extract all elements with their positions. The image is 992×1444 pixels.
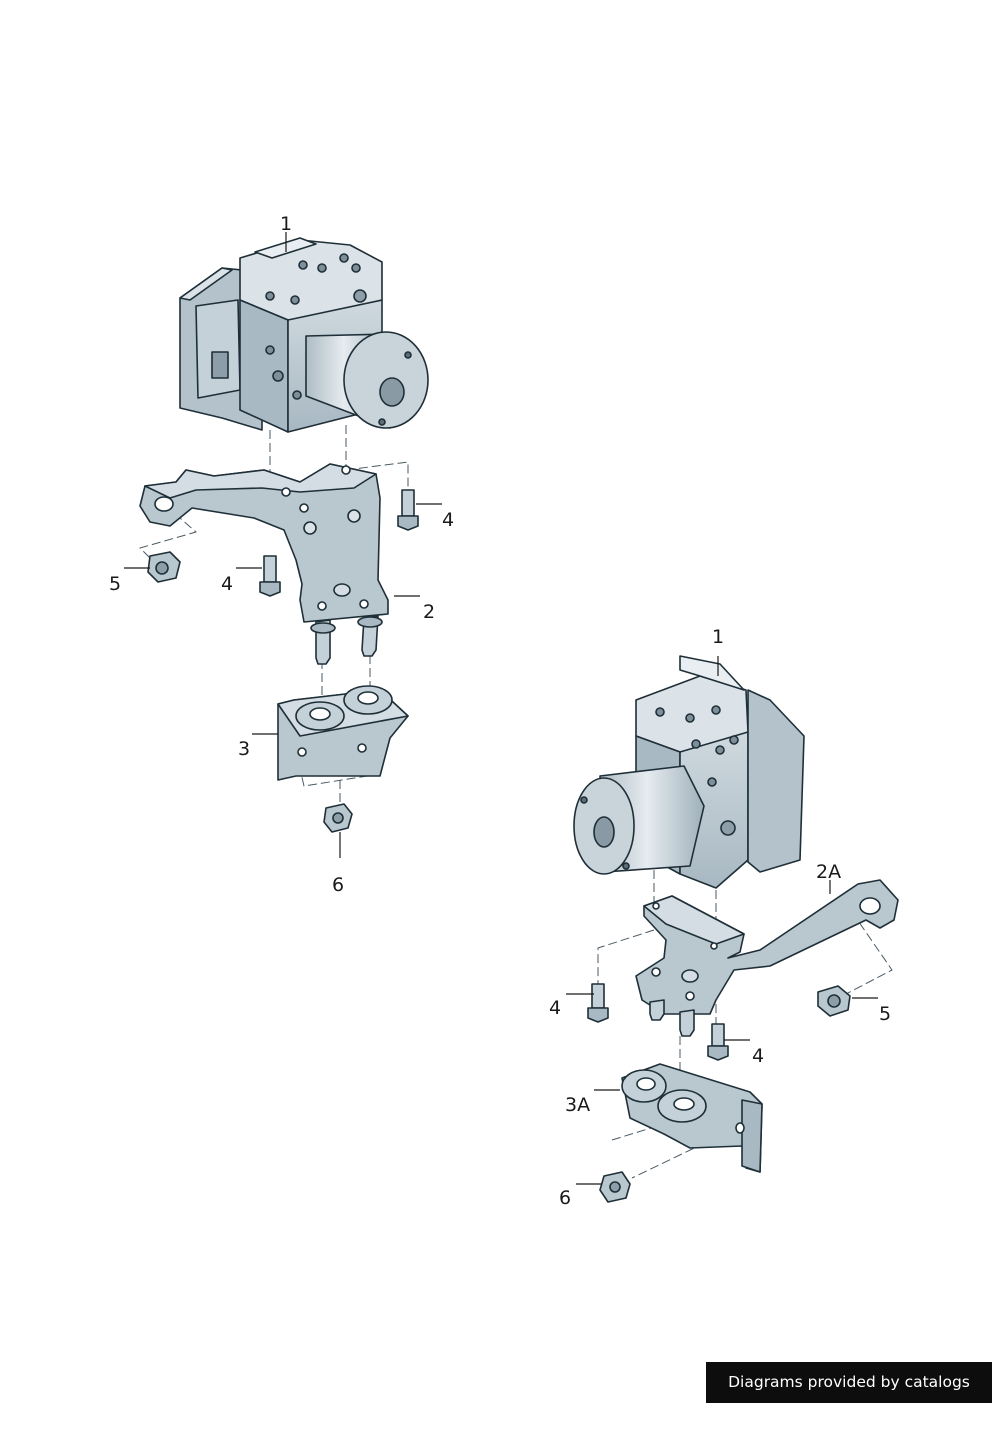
callouts-lower: 1 2A 4 5 4 3A 6 [549, 626, 891, 1209]
callout-1-lower: 1 [712, 626, 724, 648]
nut-upper-6 [323, 803, 353, 833]
nut-lower-5 [817, 985, 851, 1017]
callout-3-upper: 3 [238, 738, 250, 760]
bolt-lower-right [707, 1023, 729, 1061]
mount-upper-3 [277, 685, 409, 781]
callout-6-upper: 6 [332, 874, 344, 896]
callout-5-lower: 5 [879, 1003, 891, 1025]
callout-6-lower: 6 [559, 1187, 571, 1209]
abs-unit-upper [179, 237, 429, 433]
bolt-upper-left [259, 555, 281, 597]
nut-lower-6 [599, 1171, 631, 1203]
credit-banner: Diagrams provided by catalogs parts [706, 1362, 992, 1432]
callout-2A-lower: 2A [816, 861, 841, 883]
upper-assembly [139, 237, 429, 833]
callout-2-upper: 2 [423, 601, 435, 623]
callout-4-upper-right: 4 [442, 509, 454, 531]
callout-5-upper: 5 [109, 573, 121, 595]
callout-4-lower-left: 4 [549, 997, 561, 1019]
bracket-lower [635, 879, 899, 1037]
leader-lines [124, 232, 878, 1185]
bolt-upper-right [397, 489, 419, 531]
callout-1-upper: 1 [280, 213, 292, 235]
callout-3A-lower: 3A [565, 1094, 590, 1116]
nut-upper-5 [147, 551, 181, 583]
abs-unit-lower [573, 655, 805, 889]
lower-assembly [573, 655, 899, 1203]
mount-lower-3A [621, 1063, 763, 1173]
bolt-lower-left [587, 983, 609, 1023]
parts-diagram: 1 4 5 4 2 3 6 1 2A 4 5 4 3A 6 [109, 213, 899, 1209]
callout-4-upper-left: 4 [221, 573, 233, 595]
callouts-upper: 1 4 5 4 2 3 6 [109, 213, 454, 896]
callout-4-lower-right: 4 [752, 1045, 764, 1067]
bracket-upper [139, 463, 389, 665]
